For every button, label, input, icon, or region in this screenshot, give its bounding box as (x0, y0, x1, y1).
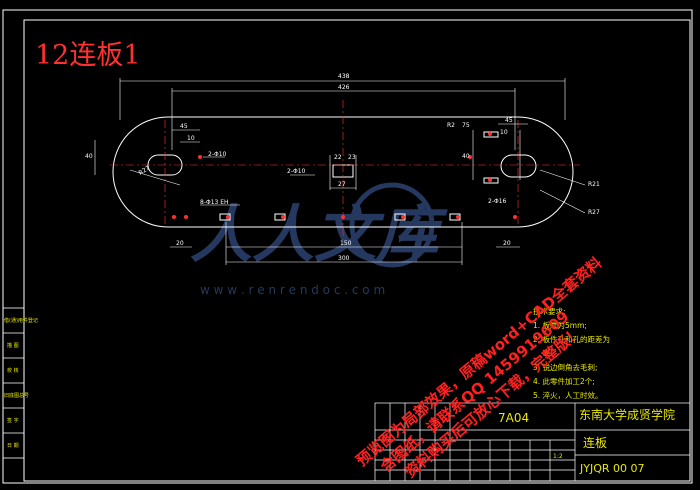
dim-426: 426 (338, 84, 350, 91)
drawing-title: 12连板1 (35, 40, 141, 71)
title-block-texts: 7A04 东南大学成贤学院 连板 JYJQR 00 07 1:2 (498, 407, 675, 475)
tech-item-2: 2; (543, 349, 550, 358)
tech-item-1: 2. 板件孔和孔的距差为 (533, 334, 610, 344)
watermark-logo: 人人文库 w w w . r e n r e n d o c . c o m (190, 182, 448, 297)
dim-300: 300 (338, 255, 350, 262)
dim-27: 27 (338, 181, 346, 188)
dim-22: 22 (334, 154, 342, 161)
dim-45-left: 45 (180, 123, 188, 130)
side-label-3: 旧底图总号 (4, 392, 29, 399)
tech-item-0: 1. 板厚为5mm; (533, 320, 587, 330)
hole-note-4: 2-Φ16 (488, 198, 507, 205)
dimension-lines (94, 78, 586, 265)
side-label-4: 签 字 (7, 417, 19, 424)
part-outline (112, 116, 574, 228)
side-labels: 借(通)用件登记 描 图 校 核 旧底图总号 签 字 日 期 (4, 317, 38, 449)
tech-heading: 技术要求: (533, 306, 566, 316)
dim-r27: R27 (588, 209, 600, 216)
overlay-line-1: 预览图为局部效果，原稿word+CAD全套资料 (353, 254, 606, 470)
dim-20-right: 20 (503, 240, 511, 247)
tech-item-3: 3. 锐边倒角去毛刺; (533, 362, 598, 372)
side-label-1: 描 图 (7, 342, 19, 349)
dim-40-left: 40 (85, 153, 93, 160)
scale-value: 1:2 (553, 453, 563, 460)
hole-note-1: 2-Φ10 (208, 151, 227, 158)
dim-150: 150 (340, 240, 352, 247)
dim-23: 23 (348, 154, 356, 161)
inner-frame (23, 19, 691, 482)
material-label: 7A04 (498, 411, 529, 425)
side-label-5: 日 期 (7, 443, 19, 449)
dimension-texts: 438 426 45 10 40 R2 75 45 10 40 R21 R27 … (85, 73, 600, 262)
part-name: 连板 (583, 435, 607, 450)
hole-note-2: 2-Φ10 (287, 168, 306, 175)
dim-20-left: 20 (176, 240, 184, 247)
dim-75: 75 (462, 122, 470, 129)
tech-item-4: 4. 此零件加工2个; (533, 376, 595, 386)
dim-40-right: 40 (462, 153, 470, 160)
hole-note-3: 8-Φ13 EH (200, 199, 229, 206)
dim-r2: R2 (447, 122, 455, 129)
dim-10-left: 10 (187, 135, 195, 142)
tech-item-5: 5. 淬火，人工时效。 (533, 390, 603, 400)
dim-438: 438 (338, 73, 350, 80)
company-name: 东南大学成贤学院 (579, 407, 675, 422)
side-label-0: 借(通)用件登记 (4, 317, 38, 324)
dim-45-right: 45 (505, 117, 513, 124)
outer-frame (2, 9, 693, 484)
dim-10-right: 10 (500, 129, 508, 136)
dim-r27-left: R27 (138, 165, 152, 177)
side-label-2: 校 核 (7, 367, 19, 374)
tech-requirements: 技术要求: 1. 板厚为5mm; 2. 板件孔和孔的距差为 2; 3. 锐边倒角… (533, 306, 610, 400)
drawing-number: JYJQR 00 07 (579, 462, 645, 475)
side-label-column (2, 307, 25, 459)
watermark-logo-text: 人人文库 (190, 198, 448, 271)
hole-centers (172, 132, 517, 219)
center-lines (110, 100, 580, 240)
dim-r21: R21 (588, 181, 600, 188)
title-block-grid (374, 402, 691, 482)
watermark-url: w w w . r e n r e n d o c . c o m (200, 283, 385, 297)
